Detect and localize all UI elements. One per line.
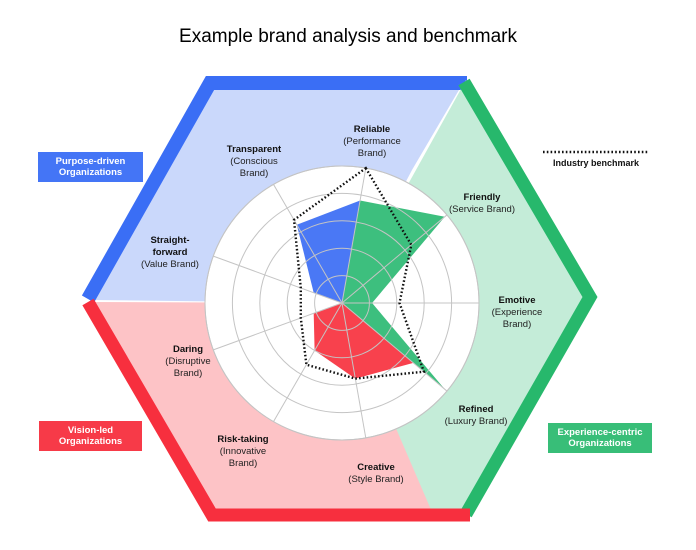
axis-name: Creative (357, 462, 395, 473)
axis-name: Daring (173, 344, 203, 355)
badge-label: Purpose-driven (56, 156, 126, 167)
axis-subtitle: (Style Brand) (348, 474, 403, 485)
grid-spoke-5 (273, 302, 343, 422)
grid-spoke-8 (273, 184, 343, 304)
legend: Industry benchmark (543, 150, 648, 168)
axis-name: Straight- (150, 235, 189, 246)
axis-label-1: Friendly(Service Brand) (449, 192, 515, 215)
axis-subtitle: (Innovative (220, 446, 266, 457)
series-area-1 (342, 200, 445, 390)
axis-subtitle: (Service Brand) (449, 204, 515, 215)
purpose-border (81, 76, 467, 303)
axis-name: Transparent (227, 144, 282, 155)
grid-spoke-6 (213, 302, 343, 351)
axis-subtitle: Brand) (503, 319, 532, 330)
axis-label-4: Creative(Style Brand) (348, 462, 403, 485)
chart-title: Example brand analysis and benchmark (179, 26, 517, 47)
vision-border (82, 298, 470, 522)
badge-background (39, 421, 142, 451)
axis-subtitle: Brand) (174, 368, 203, 379)
benchmark-line (292, 166, 426, 380)
axis-subtitle: (Conscious (230, 156, 278, 167)
axis-name: Risk-taking (217, 434, 268, 445)
axis-subtitle: Brand) (358, 148, 387, 159)
badge-label: Organizations (59, 167, 122, 178)
badge-background (38, 152, 143, 182)
grid-spoke-7 (213, 255, 343, 304)
radar-plot (204, 165, 480, 441)
badge-label: Organizations (59, 436, 122, 447)
series-area-2 (313, 303, 414, 379)
axis-subtitle: Brand) (229, 458, 258, 469)
badge-background (548, 423, 652, 453)
axis-label-7: Straight-forward(Value Brand) (141, 235, 199, 270)
axis-subtitle: (Performance (343, 136, 401, 147)
group-badges: Purpose-drivenOrganizationsExperience-ce… (38, 152, 652, 453)
experience-border (458, 78, 598, 518)
axis-labels: Reliable(PerformanceBrand)Friendly(Servi… (141, 124, 542, 485)
badge-label: Organizations (568, 438, 631, 449)
grid-spoke-0 (341, 167, 367, 304)
axis-subtitle: (Luxury Brand) (445, 416, 508, 427)
legend-label: Industry benchmark (553, 158, 640, 168)
grid-spoke-3 (341, 302, 448, 392)
grid-spoke-4 (341, 302, 367, 439)
axis-subtitle: (Disruptive (165, 356, 210, 367)
axis-name: forward (153, 247, 188, 258)
axis-name: Friendly (464, 192, 502, 203)
axis-name: Reliable (354, 124, 390, 135)
axis-name: Refined (459, 404, 494, 415)
grid-spoke-1 (341, 214, 448, 304)
axis-subtitle: Brand) (240, 168, 269, 179)
axis-label-3: Refined(Luxury Brand) (445, 404, 508, 427)
badge-label: Vision-led (68, 425, 113, 436)
badge-label: Experience-centric (557, 427, 642, 438)
axis-name: Emotive (499, 295, 536, 306)
axis-subtitle: (Experience (492, 307, 543, 318)
axis-subtitle: (Value Brand) (141, 259, 199, 270)
